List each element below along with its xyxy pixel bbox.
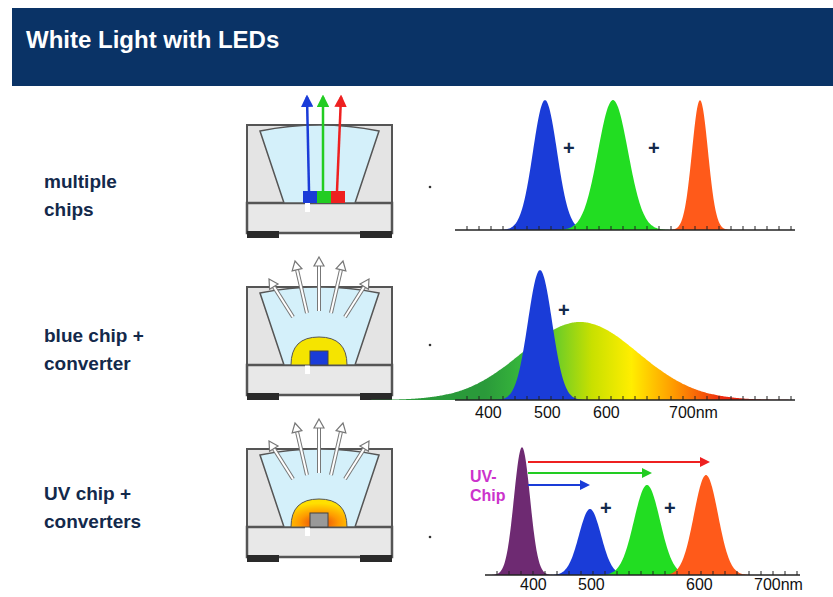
axis-tick-label: 700nm bbox=[669, 403, 718, 422]
axis-tick-label: 600 bbox=[686, 575, 713, 594]
axis-tick-label: 400 bbox=[475, 403, 502, 422]
axis-tick-label: 700nm bbox=[754, 575, 803, 594]
plus-sign: + bbox=[563, 136, 575, 160]
axis-tick-label: 400 bbox=[520, 575, 547, 594]
plus-sign: + bbox=[558, 298, 570, 322]
axis-tick-label: 600 bbox=[593, 403, 620, 422]
title-bar bbox=[12, 8, 833, 86]
plus-sign: + bbox=[600, 496, 612, 520]
spectra bbox=[348, 100, 812, 575]
led-package bbox=[247, 97, 392, 238]
axis-tick-label: 500 bbox=[534, 403, 561, 422]
title: White Light with LEDs bbox=[26, 26, 279, 54]
plus-sign: + bbox=[664, 496, 676, 520]
led-package bbox=[247, 419, 392, 562]
row-label: multiple chips bbox=[44, 168, 134, 223]
led-packages bbox=[247, 97, 392, 562]
row-label: UV chip + converters bbox=[44, 480, 164, 535]
row-label: blue chip + converter bbox=[44, 322, 164, 377]
axis-tick-label: 500 bbox=[578, 575, 605, 594]
led-package bbox=[247, 257, 392, 400]
peak-label: UV- Chip bbox=[470, 467, 510, 505]
plus-sign: + bbox=[648, 136, 660, 160]
